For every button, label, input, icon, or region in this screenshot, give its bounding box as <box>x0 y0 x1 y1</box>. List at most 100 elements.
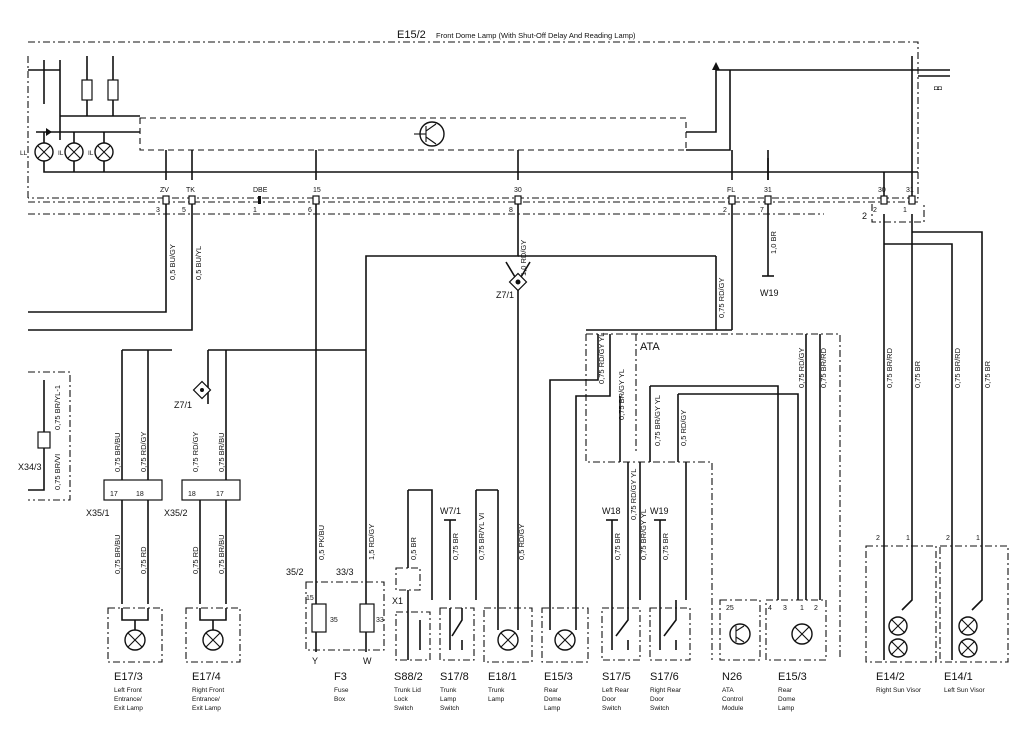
lamp-e17-4 <box>185 607 241 663</box>
wire-label: 0,75 BR/RD <box>819 347 828 388</box>
lamp-label: IL <box>88 150 94 157</box>
sun-visor-e14-2: 2 1 <box>865 535 937 663</box>
wire-label: 0,75 BR/RD <box>885 347 894 388</box>
component-captions: E17/3 Left Front Entrance/ Exit Lamp E17… <box>114 671 986 712</box>
connector-x35: 17 18 18 17 X35/1 X35/2 Z7/1 0,75 BR/BU … <box>86 349 366 604</box>
assembly-title: Front Dome Lamp (With Shut-Off Delay And… <box>436 31 636 40</box>
fuse-pin: 15 <box>306 595 314 602</box>
ata-label: ATA <box>640 341 660 353</box>
fuse-side: W <box>363 656 372 666</box>
svg-text:Switch: Switch <box>650 705 670 712</box>
svg-text:Right Front: Right Front <box>192 687 224 694</box>
pin-number: 1 <box>253 207 257 214</box>
connector-label: X1 <box>392 596 403 606</box>
splice-label: Z7/1 <box>496 290 514 300</box>
wire-label: 0,5 RD/GY <box>517 524 526 560</box>
connector-label: X35/2 <box>164 508 188 518</box>
sun-visor-e14-1: 2 1 <box>939 535 1009 663</box>
lamp-e15-3-left <box>541 580 589 663</box>
svg-text:2: 2 <box>876 535 880 542</box>
pin-number: 1 <box>903 207 907 214</box>
svg-text:3: 3 <box>783 605 787 612</box>
ata-region: ATA 0,75 RD/GY YL 0,75 BR/GY YL 0,75 BR/… <box>549 329 841 660</box>
lamp-label: IL <box>58 150 64 157</box>
fuse-pin: 35 <box>330 617 338 624</box>
svg-text:Left Sun Visor: Left Sun Visor <box>944 687 986 694</box>
pin-name: 30 <box>878 187 886 194</box>
svg-text:Dome: Dome <box>778 696 796 703</box>
wire-label: 0,75 RD/GY <box>797 348 806 388</box>
ground-label: W19 <box>650 506 669 516</box>
svg-text:Box: Box <box>334 696 346 703</box>
component-ref: N26 <box>722 671 742 683</box>
reading-lamp-icon: ◘◘ <box>934 85 942 92</box>
svg-text:Entrance/: Entrance/ <box>192 696 220 703</box>
pin-number: 2 <box>873 207 877 214</box>
svg-text:25: 25 <box>726 605 734 612</box>
component-ref: E14/1 <box>944 671 973 683</box>
component-ref: S88/2 <box>394 671 423 683</box>
wire-label: 0,75 BR/RD <box>953 347 962 388</box>
front-dome-lamp-assembly: E15/2 Front Dome Lamp (With Shut-Off Del… <box>20 29 950 199</box>
wire-label: 1,0 BR <box>769 230 778 254</box>
wire-label: 0,75 BR <box>613 532 622 560</box>
svg-text:1: 1 <box>800 605 804 612</box>
switch-s17-8 <box>439 607 475 661</box>
svg-text:18: 18 <box>188 491 196 498</box>
switch-s17-6 <box>649 600 691 661</box>
pin-name: 30 <box>514 187 522 194</box>
svg-text:Dome: Dome <box>544 696 562 703</box>
wire-label: 0,75 BR/GY YL <box>653 395 662 446</box>
svg-text:18: 18 <box>136 491 144 498</box>
harness-wires: 0,5 BU/GY 0,5 BU/YL 1,0 RD/GY Z7/1 1,0 B… <box>28 204 992 568</box>
svg-text:Entrance/: Entrance/ <box>114 696 142 703</box>
pin-number: 6 <box>308 207 312 214</box>
control-circuit-box <box>139 117 687 151</box>
svg-text:Module: Module <box>722 705 744 712</box>
ground-label: W18 <box>602 506 621 516</box>
svg-text:Exit Lamp: Exit Lamp <box>114 705 143 712</box>
door-contact-switch: ◘◘ <box>686 62 950 151</box>
wire-label: 0,75 BR/BU <box>217 432 226 472</box>
component-ref: E15/3 <box>544 671 573 683</box>
component-ref: S17/5 <box>602 671 631 683</box>
switch-s17-5 <box>601 600 641 661</box>
wire-label: 0,75 RD/GY <box>717 278 726 318</box>
connector-label: X35/1 <box>86 508 110 518</box>
wire-label: 0,75 RD/GY <box>139 432 148 472</box>
connector-label: 2 <box>862 211 867 221</box>
pin-number: 7 <box>760 207 764 214</box>
connector-label: X34/3 <box>18 462 42 472</box>
svg-text:Switch: Switch <box>602 705 622 712</box>
svg-text:Switch: Switch <box>394 705 414 712</box>
splice-label: Z7/1 <box>174 400 192 410</box>
splice-z7-1-lower: Z7/1 <box>174 380 212 410</box>
wire-label: 0,75 BR <box>913 360 922 388</box>
lamp-e17-3 <box>107 607 163 663</box>
svg-text:Right Rear: Right Rear <box>650 687 682 694</box>
pin-name: TK <box>186 187 195 194</box>
component-ref: E17/3 <box>114 671 143 683</box>
wire-label: 0,5 BR <box>409 536 418 560</box>
pin-number: 3 <box>156 207 160 214</box>
svg-text:4: 4 <box>768 605 772 612</box>
wire-label: 0,75 BR/YL-1 <box>53 385 62 430</box>
wire-label: 0,75 BR/BU <box>113 432 122 472</box>
wire-label: 0,5 PK/BU <box>317 525 326 560</box>
svg-text:2: 2 <box>814 605 818 612</box>
svg-text:1: 1 <box>976 535 980 542</box>
wire-label: 0,75 BR <box>661 532 670 560</box>
wire-label: 0,5 RD/GY <box>679 410 688 446</box>
pin-name: 31 <box>906 187 914 194</box>
wire-label: 0,5 BU/YL <box>194 246 203 280</box>
svg-text:Door: Door <box>650 696 665 703</box>
wire-label: 1,0 RD/GY <box>519 240 528 276</box>
svg-text:ATA: ATA <box>722 687 734 694</box>
wire-label: 0,75 RD/GY YL <box>597 333 606 384</box>
svg-text:Switch: Switch <box>440 705 460 712</box>
svg-text:Left Rear: Left Rear <box>602 687 630 694</box>
wire-label: 0,75 RD <box>139 546 148 574</box>
wire-label: 0,75 BR/BU <box>217 534 226 574</box>
wire-label: 0,75 BR <box>451 532 460 560</box>
